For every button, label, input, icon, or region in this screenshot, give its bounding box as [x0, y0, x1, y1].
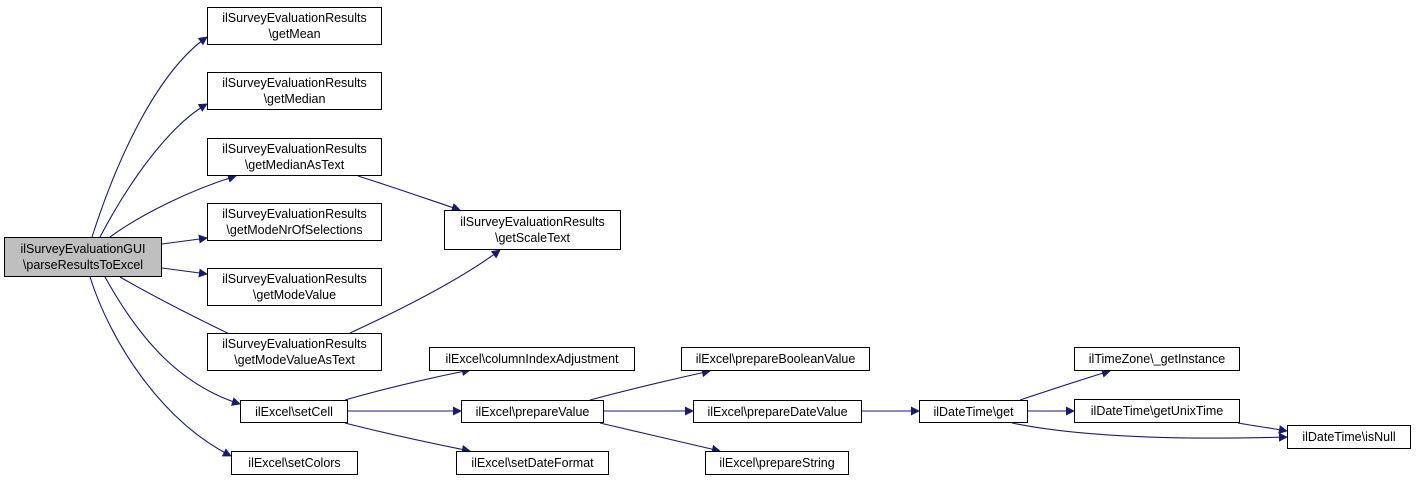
edge-root-to-getModeValue: [161, 267, 208, 278]
node-label-line: ilExcel\setCell: [255, 404, 333, 419]
node-set-colors[interactable]: ilExcel\setColors: [231, 451, 358, 475]
node-time-zone-get-instance[interactable]: ilTimeZone\_getInstance: [1074, 347, 1240, 371]
node-label-line: ilSurveyEvaluationResults: [222, 142, 367, 156]
node-label-line: ilDateTime\isNull: [1302, 430, 1396, 444]
node-label-line: ilSurveyEvaluationResults: [222, 76, 367, 90]
edge-root-to-getModeNrOfSelections: [161, 234, 208, 245]
node-column-index-adjustment[interactable]: ilExcel\columnIndexAdjustment: [429, 347, 635, 371]
edge-setCell-to-columnIndexAdjustment: [344, 367, 471, 401]
node-root-parse-results-to-excel[interactable]: ilSurveyEvaluationGUI \parseResultsToExc…: [4, 237, 162, 277]
node-get-scale-text[interactable]: ilSurveyEvaluationResults \getScaleText: [444, 210, 621, 250]
edge-prepareValue-to-prepareString: [599, 422, 721, 454]
edge-setCell-to-setDateFormat: [344, 422, 471, 454]
node-label-line: ilDateTime\getUnixTime: [1090, 404, 1224, 418]
node-get-median-as-text[interactable]: ilSurveyEvaluationResults \getMedianAsTe…: [207, 138, 382, 176]
node-prepare-boolean-value[interactable]: ilExcel\prepareBooleanValue: [681, 347, 870, 371]
node-label-line: ilExcel\setDateFormat: [471, 456, 594, 470]
node-date-time-get[interactable]: ilDateTime\get: [919, 400, 1028, 423]
node-label-line: ilSurveyEvaluationResults: [222, 207, 367, 221]
node-get-mode-value-as-text[interactable]: ilSurveyEvaluationResults \getModeValueA…: [207, 333, 382, 371]
node-get-mode-nr-of-selections[interactable]: ilSurveyEvaluationResults \getModeNrOfSe…: [207, 203, 382, 241]
node-label-line: \getMean: [268, 27, 321, 41]
node-get-mean[interactable]: ilSurveyEvaluationResults \getMean: [207, 7, 382, 45]
node-label-line: \getMedianAsText: [244, 158, 345, 172]
edge-root-to-getMean: [91, 36, 208, 238]
node-label-line: ilExcel\prepareBooleanValue: [695, 352, 856, 366]
edge-prepareValue-to-prepareBooleanValue: [589, 368, 711, 401]
node-is-null[interactable]: ilDateTime\isNull: [1287, 425, 1411, 449]
node-label-line: \getScaleText: [494, 231, 571, 245]
node-label-line: \getModeValueAsText: [234, 353, 355, 367]
node-get-unix-time[interactable]: ilDateTime\getUnixTime: [1074, 399, 1240, 423]
edge-root-to-getMedian: [99, 103, 208, 238]
edge-dtGet-to-tzGetInstance: [1019, 369, 1111, 401]
node-get-mode-value[interactable]: ilSurveyEvaluationResults \getModeValue: [207, 268, 382, 306]
edge-getModeValueAsText-to-getScaleText: [349, 249, 501, 334]
node-label-line: ilSurveyEvaluationGUI: [20, 242, 146, 256]
node-label-line: ilExcel\prepareString: [719, 456, 835, 470]
node-label-line: \getMedian: [263, 92, 326, 106]
edge-getMedianAsText-to-getScaleText: [357, 175, 461, 212]
node-label-line: ilSurveyEvaluationResults: [222, 337, 367, 351]
node-prepare-string[interactable]: ilExcel\prepareString: [705, 451, 849, 475]
node-label-line: \parseResultsToExcel: [22, 258, 144, 272]
node-label-line: ilDateTime\get: [933, 404, 1014, 419]
node-label-line: ilTimeZone\_getInstance: [1088, 352, 1226, 366]
node-label-line: ilExcel\prepareDateValue: [707, 404, 848, 419]
edge-getUnixTime-to-isNull: [1237, 422, 1288, 435]
node-prepare-value[interactable]: ilExcel\prepareValue: [461, 400, 604, 423]
node-set-cell[interactable]: ilExcel\setCell: [240, 400, 348, 423]
node-label-line: ilExcel\prepareValue: [475, 404, 590, 419]
node-get-median[interactable]: ilSurveyEvaluationResults \getMedian: [207, 72, 382, 110]
node-label-line: \getModeValue: [252, 288, 337, 302]
edge-dtGet-to-isNull: [1011, 422, 1288, 442]
edge-root-to-setCell: [104, 276, 241, 406]
node-label-line: ilExcel\setColors: [248, 456, 341, 470]
node-label-line: ilExcel\columnIndexAdjustment: [445, 352, 619, 366]
node-set-date-format[interactable]: ilExcel\setDateFormat: [456, 451, 609, 475]
edge-root-to-setColors: [89, 276, 232, 457]
node-prepare-date-value[interactable]: ilExcel\prepareDateValue: [693, 400, 862, 423]
node-label-line: ilSurveyEvaluationResults: [222, 272, 367, 286]
node-label-line: \getModeNrOfSelections: [226, 223, 363, 237]
node-label-line: ilSurveyEvaluationResults: [460, 215, 605, 229]
edge-root-to-getMedianAsText: [109, 174, 237, 238]
node-label-line: ilSurveyEvaluationResults: [222, 11, 367, 25]
